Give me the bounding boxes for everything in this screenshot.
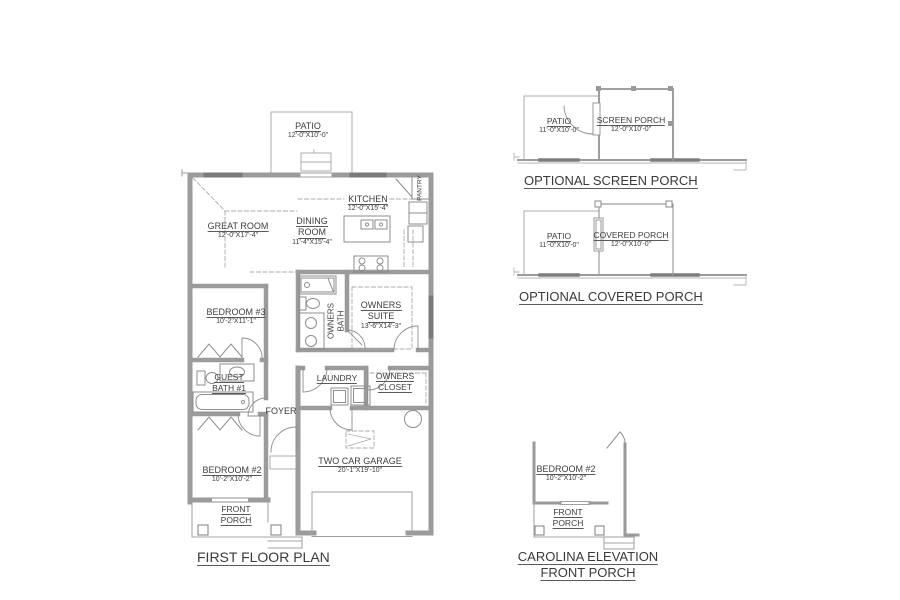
slider-track <box>297 172 335 178</box>
owners-closet-label: OWNERS CLOSET <box>375 371 415 393</box>
optional-screen-porch-title: OPTIONAL SCREEN PORCH <box>524 173 698 189</box>
bedroom3-closet-bifold <box>197 343 243 358</box>
screen-porch-label: SCREEN PORCH 12'-0"X10'-0" <box>596 115 666 133</box>
owners-suite-door <box>393 325 419 351</box>
guest-bath-fixtures <box>192 363 255 413</box>
house-wall-line2 <box>513 152 747 171</box>
first-floor-plan-drawing <box>181 111 434 549</box>
wall-oven <box>407 225 424 243</box>
water-heater <box>404 410 422 428</box>
owners-bath-fixtures <box>298 275 337 350</box>
screen-option-patio-label: PATIO 11'-0"X10'-0" <box>539 116 579 134</box>
kitchen-fixtures <box>343 176 429 273</box>
foyer-label: FOYER <box>265 406 297 416</box>
shower <box>298 275 337 295</box>
guest-toilet <box>196 370 219 386</box>
covered-porch-posts <box>594 200 673 208</box>
carolina-elevation-drawing <box>532 431 640 550</box>
carolina-front-porch-label: FRONT PORCH <box>552 507 584 529</box>
garage-entry-door <box>329 407 353 431</box>
owners-vanity <box>298 312 325 350</box>
front-porch-outline <box>191 501 303 549</box>
front-stoop <box>267 536 303 549</box>
washer <box>330 387 349 406</box>
porch-column <box>594 525 605 536</box>
optional-covered-porch-title: OPTIONAL COVERED PORCH <box>519 289 703 305</box>
covered-porch-door <box>593 217 604 252</box>
laundry-door <box>302 367 328 393</box>
carolina-entry-door <box>606 431 626 449</box>
porch-column <box>270 524 282 536</box>
dryer <box>350 385 371 406</box>
carolina-bedroom2-label: BEDROOM #2 10'-2"X10'-2" <box>536 464 596 483</box>
bedroom3-label: BEDROOM #3 10'-2"X11'-1" <box>206 307 266 326</box>
patio-label: PATIO 12'-0"X10'-0" <box>287 121 329 140</box>
kitchen-island <box>343 215 391 243</box>
owners-toilet <box>298 296 320 311</box>
left-wall-tick <box>181 169 191 177</box>
kitchen-label: KITCHEN 12'-0"X15'-4" <box>347 194 389 213</box>
bedroom3-door <box>241 337 263 361</box>
carolina-walls <box>532 441 640 537</box>
screen-patio-outline <box>523 95 600 161</box>
owners-bath-label-line2: BATH <box>336 310 346 332</box>
carolina-elevation-title-line1: CAROLINA ELEVATION <box>517 549 659 565</box>
screen-porch-door <box>563 102 601 136</box>
bedroom2-door <box>237 413 261 437</box>
patio-sliding-door <box>300 149 332 172</box>
carolina-window <box>559 501 591 505</box>
owners-bath-label-line1: OWNERS <box>326 303 336 339</box>
carolina-porch <box>533 502 635 550</box>
covered-porch-label: COVERED PORCH 12'-0"X10'-0" <box>593 230 669 248</box>
front-porch-label: FRONT PORCH <box>220 504 252 526</box>
great-room-label: GREAT ROOM 12'-0"X17'-4" <box>207 221 269 240</box>
bedroom2-window <box>211 496 249 504</box>
screen-porch-posts <box>596 86 673 126</box>
owners-bath-door <box>346 329 366 349</box>
covered-option-patio-label: PATIO 11'-0"X10'-0" <box>539 231 579 249</box>
optional-covered-porch-drawing <box>513 200 747 286</box>
bathtub <box>192 391 254 413</box>
windows <box>203 172 434 504</box>
porch-column <box>197 524 209 536</box>
owners-closet-door <box>367 367 391 391</box>
carolina-steps <box>603 536 635 550</box>
carolina-elevation-title-line2: FRONT PORCH <box>540 565 636 581</box>
attic-access-hatch <box>347 433 372 447</box>
covered-patio-outline <box>523 210 600 276</box>
dashed-boundaries <box>192 177 427 449</box>
garage-door-opening <box>311 491 413 537</box>
bedroom2-label: BEDROOM #2 10'-2"X10'-2" <box>202 465 262 484</box>
range <box>353 255 389 273</box>
front-entry-door <box>270 426 297 453</box>
foyer-closet <box>269 455 297 470</box>
guest-vanity <box>219 363 255 382</box>
owners-suite-label: OWNERS SUITE 13'-6"X14'-3" <box>360 300 402 330</box>
guest-bath-door <box>247 397 267 417</box>
kitchen-sink <box>360 219 388 230</box>
refrigerator <box>408 201 428 225</box>
pantry-label: PANTRY <box>416 175 424 201</box>
optional-screen-porch-drawing <box>513 86 747 171</box>
first-floor-plan-title: FIRST FLOOR PLAN <box>197 549 330 566</box>
garage-label: TWO CAR GARAGE 20'-1"X19'-10" <box>318 456 402 475</box>
bedroom2-closet-bifold <box>197 416 243 431</box>
laundry-fixtures <box>330 385 371 406</box>
house-wall-line2 <box>513 267 747 286</box>
bifold-closets <box>197 343 243 431</box>
laundry-label: LAUNDRY <box>316 373 358 384</box>
interior-walls <box>187 269 434 503</box>
pantry-closet <box>395 176 429 200</box>
dining-room-label: DINING ROOM 11'-4"X15'-4" <box>292 216 332 246</box>
guest-bath-label: GUEST BATH #1 <box>212 372 246 394</box>
door-swings <box>237 325 419 453</box>
attic-access <box>345 430 375 449</box>
pantry-door <box>395 178 413 198</box>
owners-suite-tray-ceiling <box>351 286 413 350</box>
porch-column <box>534 525 545 536</box>
